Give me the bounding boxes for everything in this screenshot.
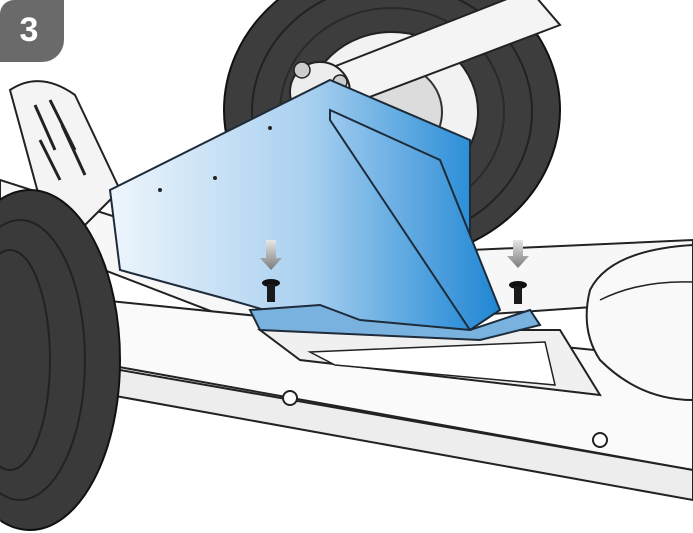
screw-left xyxy=(260,240,282,302)
screw-icon xyxy=(262,279,280,287)
front-wheel xyxy=(0,189,121,531)
seat xyxy=(585,243,693,402)
screw-icon xyxy=(509,281,527,289)
step-number: 3 xyxy=(19,10,39,49)
frame-hole-icon xyxy=(282,390,298,406)
down-arrow-icon xyxy=(507,240,529,268)
bracket-foot xyxy=(248,303,542,342)
pedal xyxy=(8,80,122,232)
step-number-badge: 3 xyxy=(0,0,64,62)
down-arrow-icon xyxy=(260,240,282,270)
screw-right xyxy=(507,240,529,304)
steering-bracket xyxy=(108,78,542,342)
frame-hole-icon xyxy=(592,432,608,448)
bolt-icon xyxy=(293,61,311,79)
